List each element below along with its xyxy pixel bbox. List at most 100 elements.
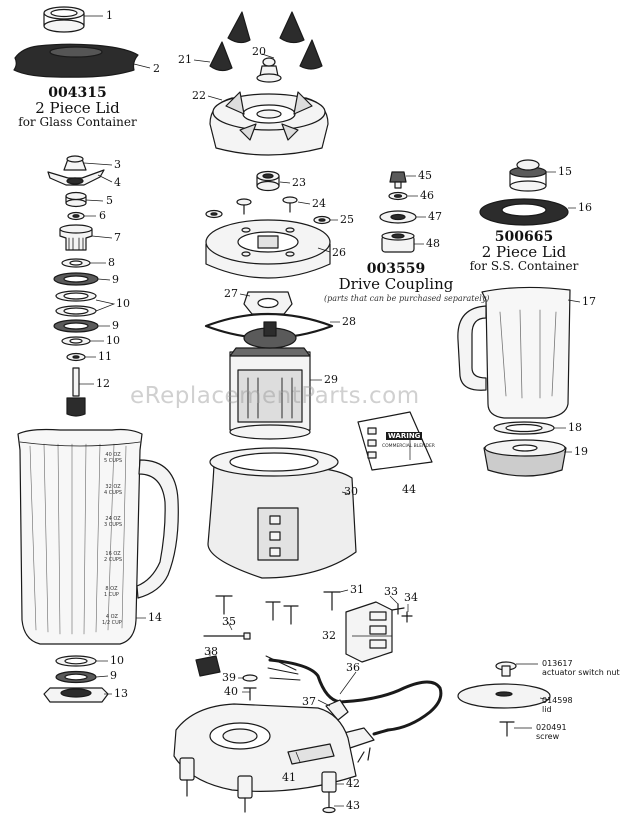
callout-31: 31	[350, 583, 364, 596]
actuator-switch-nut	[495, 661, 517, 677]
screw-part-33	[391, 603, 405, 615]
jar-marking-32oz-cups: 4 CUPS	[104, 490, 123, 496]
callout-28: 28	[342, 315, 356, 328]
callout-30: 30	[344, 485, 358, 498]
callout-39: 39	[222, 671, 236, 684]
jar-marking-16oz: 16 OZ 2 CUPS	[104, 551, 122, 563]
callout-16: 16	[578, 201, 592, 214]
switch-part-32	[345, 601, 393, 663]
washer-part-6	[67, 211, 85, 221]
callout-45: 45	[418, 169, 432, 182]
stud-part-20	[256, 57, 282, 83]
callout-14: 14	[148, 611, 162, 624]
blade-nut-part-3	[63, 155, 87, 171]
base-plate-part-41	[173, 703, 357, 792]
bushing-part-23	[256, 170, 280, 192]
callout-13: 13	[114, 687, 128, 700]
jar-marking-24oz: 24 OZ 3 CUPS	[104, 516, 122, 528]
jar-marking-40oz-oz: 40 OZ	[105, 452, 121, 458]
cord-part-36	[265, 655, 443, 736]
code-020491-desc: screw	[536, 732, 560, 741]
callout-40: 40	[224, 685, 238, 698]
callout-20: 20	[252, 45, 266, 58]
jar-marking-8oz-cups: 1 CUP	[104, 592, 119, 598]
callout-1: 1	[106, 9, 113, 22]
callout-48: 48	[426, 237, 440, 250]
lid-group-500665-title: 500665 2 Piece Lid for S.S. Container	[468, 230, 580, 273]
rod-part-35	[203, 632, 251, 640]
ss-washer-part-18	[493, 421, 555, 435]
code-label-actuator-switch-nut: 013617 actuator switch nut	[542, 659, 620, 677]
jar-marking-4oz-cups: 1/2 CUP	[102, 620, 122, 626]
jar-marking-4oz: 4 OZ 1/2 CUP	[102, 614, 122, 626]
callout-9: 9	[112, 273, 119, 286]
lid-group-004315-name: 2 Piece Lid	[35, 98, 120, 117]
coupling-washer-part-46	[388, 191, 408, 201]
callout-18: 18	[568, 421, 582, 434]
base-housing-part-30	[207, 447, 357, 579]
jar-marking-16oz-cups: 2 CUPS	[104, 557, 123, 563]
drive-coupling-note: (parts that can be purchased separately)	[324, 294, 490, 303]
callout-6: 6	[99, 209, 106, 222]
motor-part-29	[229, 321, 311, 440]
jar-marking-40oz: 40 OZ 5 CUPS	[104, 452, 122, 464]
screws-part-31	[215, 591, 341, 625]
callout-42: 42	[346, 777, 360, 790]
switch-lid	[457, 683, 551, 709]
screws-part-43	[186, 779, 336, 814]
code-013617: 013617	[542, 659, 573, 668]
callout-12: 12	[96, 377, 110, 390]
callout-46: 46	[420, 189, 434, 202]
code-020491: 020491	[536, 723, 567, 732]
ss-lid-cap-part-15	[509, 159, 547, 192]
code-014598: 014598	[542, 696, 573, 705]
jar-marking-40oz-cups: 5 CUPS	[104, 458, 123, 464]
screw-part-34	[401, 611, 413, 623]
callout-5: 5	[106, 194, 113, 207]
blade-part-4	[47, 169, 105, 186]
drive-coupling-group-title: 003559 Drive Coupling	[336, 262, 456, 292]
motor-cover-part-26	[205, 219, 331, 279]
motor-pad-part-22	[209, 91, 329, 156]
shaft-part-12	[66, 367, 86, 417]
clip-part-37	[325, 699, 349, 721]
callout-33: 33	[384, 585, 398, 598]
drive-coupling-part-number: 003559	[366, 261, 426, 277]
code-013617-desc: actuator switch nut	[542, 668, 620, 677]
lid-body-part-2	[13, 43, 139, 78]
jar-marking-4oz-oz: 4 OZ	[105, 614, 118, 620]
callout-9-bottom: 9	[110, 669, 117, 682]
lid-cap-part-1	[43, 6, 85, 33]
lid-group-004315-note: for Glass Container	[18, 115, 137, 130]
washer-part-10-second	[61, 336, 91, 346]
container-jar-part-14	[17, 428, 179, 645]
callout-29: 29	[324, 373, 338, 386]
callout-47: 47	[428, 210, 442, 223]
sticker-brand: WARING	[386, 432, 423, 440]
bearing-housing-part-7	[59, 224, 93, 251]
callout-11: 11	[98, 350, 112, 363]
callout-10-bottom: 10	[110, 654, 124, 667]
code-014598-desc: lid	[542, 705, 552, 714]
callout-44: 44	[402, 483, 416, 496]
sticker-line: COMMERCIAL BLENDER	[382, 444, 435, 449]
jar-marking-16oz-oz: 16 OZ	[105, 551, 121, 557]
washer-part-5	[65, 191, 87, 208]
callout-41: 41	[282, 771, 296, 784]
callout-32: 32	[322, 629, 336, 642]
jar-nut-part-13	[43, 687, 109, 703]
gasket-part-9	[53, 272, 99, 286]
ss-lid-part-16	[479, 198, 569, 226]
callout-19: 19	[574, 445, 588, 458]
watermark: eReplacementParts.com	[130, 383, 420, 409]
lid-group-004315-part-number: 004315	[48, 85, 107, 101]
jar-marking-32oz: 32 OZ 4 CUPS	[104, 484, 122, 496]
jar-marking-24oz-oz: 24 OZ	[105, 516, 121, 522]
screws-part-24	[236, 196, 298, 215]
callout-34: 34	[404, 591, 418, 604]
callout-43: 43	[346, 799, 360, 812]
callout-9-second: 9	[112, 319, 119, 332]
callout-3: 3	[114, 158, 121, 171]
